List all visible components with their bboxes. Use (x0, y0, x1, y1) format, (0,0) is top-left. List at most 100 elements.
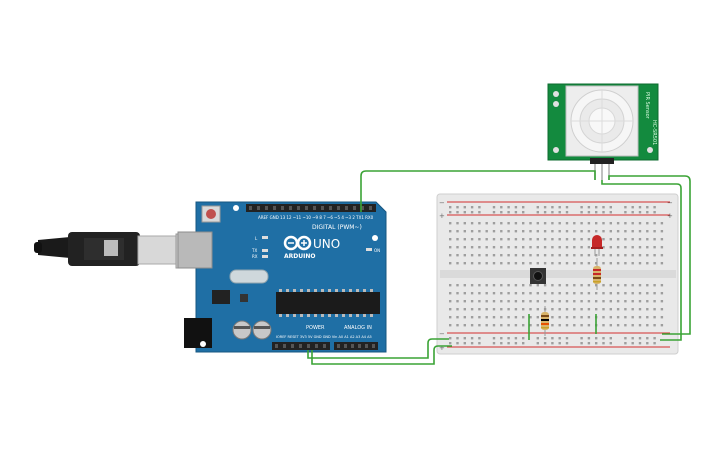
breadboard-hole (646, 300, 649, 303)
breadboard-hole (456, 246, 459, 249)
breadboard-hole (565, 316, 569, 319)
rail-hole (646, 211, 649, 214)
breadboard-hole (449, 254, 452, 257)
header-pin (291, 344, 294, 348)
chip-pin (356, 289, 359, 292)
breadboard-hole (565, 324, 569, 327)
breadboard-hole (514, 324, 518, 327)
breadboard-hole (449, 292, 452, 295)
breadboard-hole (653, 262, 656, 265)
rail-hole (514, 342, 518, 345)
breadboard-hole (500, 300, 503, 303)
breadboard-hole (616, 316, 620, 319)
breadboard-hole (463, 308, 466, 311)
breadboard-hole (478, 292, 481, 295)
rail-hole (624, 206, 627, 209)
rail-hole (449, 342, 452, 345)
breadboard-hole (624, 230, 627, 233)
rail-hole (551, 206, 554, 209)
rail-hole (587, 342, 591, 345)
rail-hole (565, 342, 569, 345)
breadboard-hole (609, 238, 612, 241)
breadboard-hole (456, 284, 459, 287)
rail-hole (507, 337, 510, 340)
chip-pin (342, 289, 345, 292)
svg-text:+: + (439, 344, 445, 352)
chip-pin (293, 289, 296, 292)
breadboard-hole (514, 308, 518, 311)
breadboard-hole (587, 238, 591, 241)
breadboard-hole (551, 246, 554, 249)
breadboard-hole (653, 284, 656, 287)
breadboard-hole (565, 246, 569, 249)
breadboard-hole (587, 246, 591, 249)
breadboard-hole (529, 254, 532, 257)
rail-hole (470, 211, 474, 214)
chip-pin (314, 314, 317, 317)
breadboard-hole (543, 284, 547, 287)
breadboard-hole (449, 308, 452, 311)
digital-header[interactable] (246, 204, 376, 212)
analog-header[interactable] (334, 342, 378, 350)
breadboard-hole (602, 300, 605, 303)
rail-hole (624, 342, 627, 345)
pir-sensor[interactable]: PIR Sensor HC-SR501 (547, 83, 659, 180)
breadboard-hole (529, 308, 532, 311)
breadboard-hole (551, 262, 554, 265)
breadboard-hole (470, 316, 474, 319)
breadboard-hole (565, 230, 569, 233)
breadboard-hole (485, 316, 488, 319)
rail-hole (449, 211, 452, 214)
wires[interactable] (307, 170, 691, 365)
breadboard-hole (653, 316, 656, 319)
rail-hole (595, 342, 598, 345)
chip-pin (335, 314, 338, 317)
rail-hole (456, 211, 459, 214)
breadboard-hole (646, 308, 649, 311)
rail-hole (653, 337, 656, 340)
breadboard-hole (500, 308, 503, 311)
breadboard-hole (485, 246, 488, 249)
header-pin (313, 206, 316, 210)
breadboard-hole (529, 246, 532, 249)
breadboard[interactable]: − + − + − + (436, 193, 679, 355)
rail-hole (551, 211, 554, 214)
breadboard-hole (536, 222, 539, 225)
pushbutton-icon[interactable] (530, 268, 546, 284)
breadboard-hole (587, 284, 591, 287)
crystal (229, 269, 269, 284)
reset-button-icon[interactable] (201, 205, 221, 223)
led-icon[interactable] (591, 235, 603, 256)
arduino-board[interactable]: DIGITAL (PWM~) AREF GND 13 12 ~11 ~10 ~9… (177, 201, 387, 353)
rail-hole (500, 211, 503, 214)
breadboard-hole (507, 222, 510, 225)
breadboard-hole (478, 262, 481, 265)
breadboard-hole (522, 284, 525, 287)
breadboard-hole (580, 324, 583, 327)
breadboard-hole (551, 316, 554, 319)
resistor-icon[interactable] (541, 306, 549, 336)
breadboard-hole (536, 292, 539, 295)
breadboard-hole (449, 222, 452, 225)
chip-pin (314, 289, 317, 292)
breadboard-hole (624, 316, 627, 319)
resistor-icon[interactable] (593, 258, 601, 290)
breadboard-hole (609, 324, 612, 327)
breadboard-hole (653, 324, 656, 327)
breadboard-hole (492, 238, 496, 241)
breadboard-hole (514, 300, 518, 303)
rail-hole (602, 337, 605, 340)
rail-hole (624, 337, 627, 340)
breadboard-hole (478, 222, 481, 225)
svg-text:+: + (667, 212, 673, 220)
breadboard-hole (602, 316, 605, 319)
breadboard-hole (653, 300, 656, 303)
breadboard-hole (580, 262, 583, 265)
breadboard-hole (500, 254, 503, 257)
breadboard-hole (522, 254, 525, 257)
breadboard-hole (646, 324, 649, 327)
breadboard-hole (507, 246, 510, 249)
breadboard-hole (470, 262, 474, 265)
rail-hole (507, 206, 510, 209)
